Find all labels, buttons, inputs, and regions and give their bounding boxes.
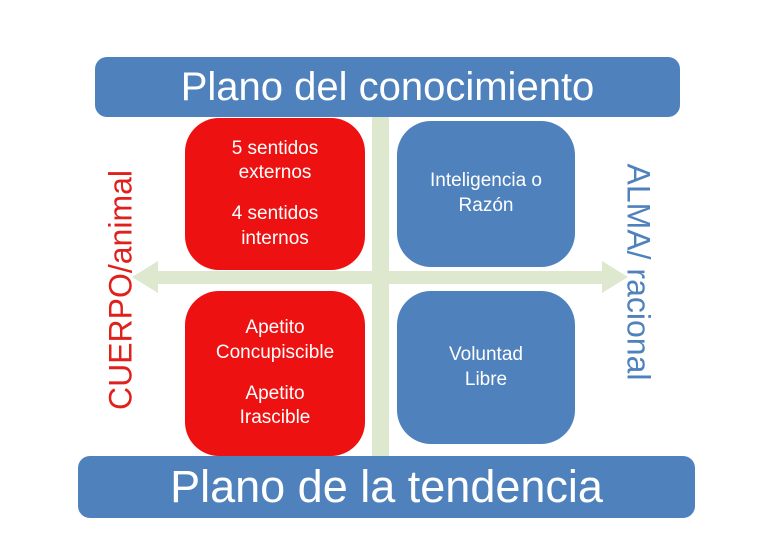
quadrant-paragraph: Voluntad Libre (449, 343, 523, 392)
text-line: Apetito (245, 382, 305, 404)
quadrant-top-right: Inteligencia o Razón (397, 121, 575, 267)
vertical-axis-bar (372, 117, 389, 457)
quadrant-paragraph: Apetito Irascible (240, 382, 311, 431)
text-line: Razón (458, 195, 514, 216)
text-line: Concupiscible (215, 341, 335, 363)
text-line: Inteligencia o (430, 170, 542, 192)
quadrant-paragraph: Inteligencia o Razón (430, 169, 542, 218)
bottom-banner: Plano de la tendencia (78, 456, 695, 518)
text-line: Apetito (245, 317, 305, 339)
text-line: internos (241, 227, 309, 249)
right-axis-label: ALMA/ racional (620, 163, 657, 381)
text-line: Irascible (239, 407, 311, 429)
quadrant-top-left: 5 sentidos externos 4 sentidos internos (185, 118, 365, 270)
quadrant-paragraph: Apetito Concupiscible (216, 316, 334, 365)
bottom-banner-title: Plano de la tendencia (170, 461, 603, 512)
horizontal-axis-bar (157, 271, 603, 284)
text-line: externos (238, 162, 312, 184)
left-arrowhead-icon (132, 261, 158, 293)
quadrant-paragraph: 5 sentidos externos (232, 137, 319, 186)
quadrant-bottom-left: Apetito Concupiscible Apetito Irascible (185, 291, 365, 456)
quadrant-bottom-right: Voluntad Libre (397, 291, 575, 444)
text-line: Libre (464, 368, 508, 390)
top-banner: Plano del conocimiento (95, 57, 680, 117)
top-banner-title: Plano del conocimiento (180, 64, 595, 109)
left-axis-label: CUERPO/animal (102, 169, 139, 411)
quadrant-paragraph: 4 sentidos internos (232, 202, 319, 251)
text-line: Voluntad (449, 343, 523, 365)
right-arrowhead-icon (602, 261, 628, 293)
text-line: 4 sentidos (231, 203, 319, 224)
text-line: 5 sentidos (231, 137, 319, 159)
